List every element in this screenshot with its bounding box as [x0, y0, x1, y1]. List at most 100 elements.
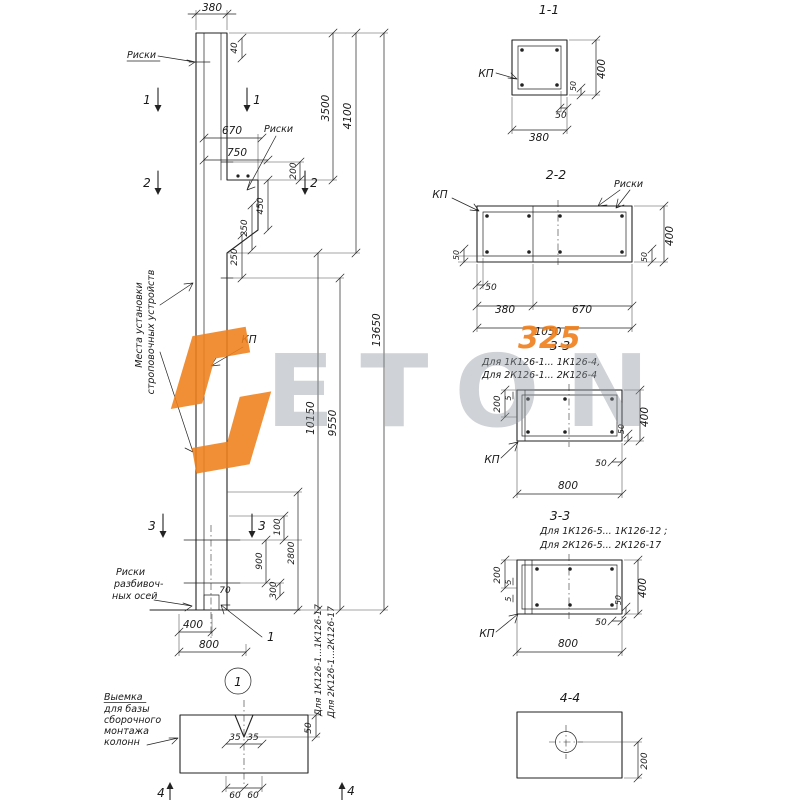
label-series-1: Для 1К126-1...1К126-17 [314, 604, 324, 717]
detail-ref-number: 1 [234, 675, 242, 689]
section-3-3b-dim-50: 50 [614, 595, 623, 605]
section-mark-1-right: 1 [253, 93, 261, 107]
section-1-1-title: 1-1 [539, 2, 559, 17]
dim-250-b: 250 [230, 248, 240, 265]
label-lifting-points-2: строповочных устройств [146, 269, 157, 394]
dim-60-a: 60 [229, 791, 241, 800]
dim-670: 670 [222, 125, 242, 137]
dim-2800: 2800 [287, 541, 297, 564]
section-3-3-a: 3-3 Для 1К126-1... 1К126-4, Для 2К126-1.… [481, 338, 651, 499]
section-mark-2-left: 2 [143, 176, 151, 190]
label-riski-axes-1: Риски [116, 567, 145, 578]
dim-top-offset: 40 [230, 42, 240, 54]
detail-callout-circle [224, 667, 252, 695]
section-2-2-dim-380: 380 [495, 304, 515, 316]
section-3-3a-title: 3-3 [550, 338, 570, 353]
section-1-1-dim-50-bottom: 50 [555, 111, 567, 121]
section-mark-2-right: 2 [310, 176, 318, 190]
section-2-2: 2-2 Риски КП 400 50 50 50 380 670 1050 [432, 167, 676, 338]
dim-70: 70 [219, 586, 231, 596]
section-3-3b-note-1: Для 1К126-5... 1К126-12 ; [539, 526, 667, 537]
section-1-1-dim-50-side: 50 [569, 81, 578, 91]
section-3-3b-dim-800: 800 [558, 638, 578, 650]
section-mark-3-left: 3 [148, 519, 156, 533]
section-3-3a-kp: КП [484, 454, 499, 466]
section-2-2-dim-50-right: 50 [640, 252, 649, 262]
label-lifting-points-1: Места установки [134, 282, 145, 367]
dim-60-b: 60 [247, 791, 259, 800]
section-3-3a-dim-200: 200 [493, 395, 503, 412]
label-riski-axes-3: ных осей [112, 591, 157, 602]
section-2-2-dim-1050: 1050 [535, 326, 562, 338]
dim-top-width: 380 [202, 2, 222, 14]
dim-35-a: 35 [229, 733, 241, 743]
dim-200: 200 [289, 162, 299, 179]
section-4-4-dim-200: 200 [640, 752, 650, 769]
detail-note-line-3: сборочного [104, 715, 161, 726]
label-riski-top: Риски [127, 50, 156, 61]
section-3-3b-note-2: Для 2К126-5... 2К126-17 [539, 540, 661, 551]
section-3-3a-dim-400: 400 [639, 407, 651, 427]
section-3-3a-dim-800: 800 [558, 480, 578, 492]
dim-450: 450 [256, 197, 266, 214]
section-3-3a-dim-50-bottom: 50 [595, 459, 607, 469]
section-3-3b-kp: КП [479, 628, 494, 640]
section-2-2-dim-50-bottom: 50 [485, 283, 497, 293]
section-3-3b-dim-400: 400 [637, 578, 649, 598]
elevation-section-marks [154, 87, 309, 538]
detail-note-line-1: Выемка [104, 692, 143, 703]
watermark-text: ETON [266, 333, 675, 450]
detail-note-line-4: монтажа [104, 726, 149, 737]
section-4-4: 4-4 200 [516, 690, 650, 783]
section-mark-4-right: 4 [347, 784, 355, 798]
dim-10150: 10150 [305, 401, 317, 435]
section-3-3a-dim-50: 50 [617, 424, 626, 434]
section-3-3a-note-2: Для 2К126-1... 2К126-4 [481, 370, 597, 381]
label-riski-axes-2: разбивоч- [113, 579, 164, 590]
dim-250-a: 250 [240, 219, 250, 236]
section-3-3b-dim-5b: 5 [504, 596, 513, 601]
position-leader-1: 1 [267, 630, 275, 644]
dim-4100: 4100 [342, 102, 354, 129]
detail-note-line-2: для базы [103, 704, 150, 715]
section-3-3a-dim-5: 5 [504, 395, 513, 400]
elevation-dimension-lines [174, 9, 389, 657]
elevation-extension-lines [178, 10, 388, 656]
watermark-logo-icon [170, 326, 272, 474]
dim-400: 400 [183, 619, 203, 631]
watermark: 325 ETON [170, 321, 675, 474]
detail-dimensions [103, 702, 321, 793]
section-4-4-title: 4-4 [560, 690, 580, 705]
section-1-1-kp: КП [478, 68, 493, 80]
section-2-2-dim-670: 670 [572, 304, 592, 316]
section-mark-1-left: 1 [143, 93, 151, 107]
detail-section-marks [166, 782, 346, 800]
detail-outline [179, 700, 309, 785]
dim-35-b: 35 [247, 733, 259, 743]
label-series-2: Для 2К126-1...2К126-17 [327, 606, 337, 719]
section-3-3b-dim-200: 200 [493, 566, 503, 583]
dim-3500: 3500 [320, 94, 332, 121]
section-mark-3-right: 3 [258, 519, 266, 533]
section-1-1-dim-400: 400 [596, 59, 608, 79]
watermark-number: 325 [518, 321, 581, 356]
base-detail-view: Выемка для базы сборочного монтажа колон… [103, 692, 355, 800]
dim-9550: 9550 [327, 409, 339, 436]
dim-13650: 13650 [371, 313, 383, 347]
section-2-2-kp: КП [432, 189, 447, 201]
section-3-3b-dim-5a: 5 [504, 579, 513, 584]
section-2-2-riski: Риски [614, 179, 643, 190]
dim-300: 300 [269, 581, 279, 598]
section-1-1: 1-1 КП 400 50 50 380 [478, 2, 608, 144]
dim-50-notch: 50 [304, 722, 314, 734]
section-3-3b-dim-50-bottom: 50 [595, 618, 607, 628]
section-2-2-dim-50-left: 50 [452, 250, 461, 260]
section-3-3b-title: 3-3 [550, 508, 570, 523]
dim-900: 900 [255, 552, 265, 569]
dim-100: 100 [273, 518, 283, 535]
label-riski-corbel: Риски [264, 124, 293, 135]
section-3-3a-note-1: Для 1К126-1... 1К126-4, [481, 357, 600, 368]
section-3-3-b: 3-3 Для 1К126-5... 1К126-12 ; Для 2К126-… [479, 508, 667, 657]
